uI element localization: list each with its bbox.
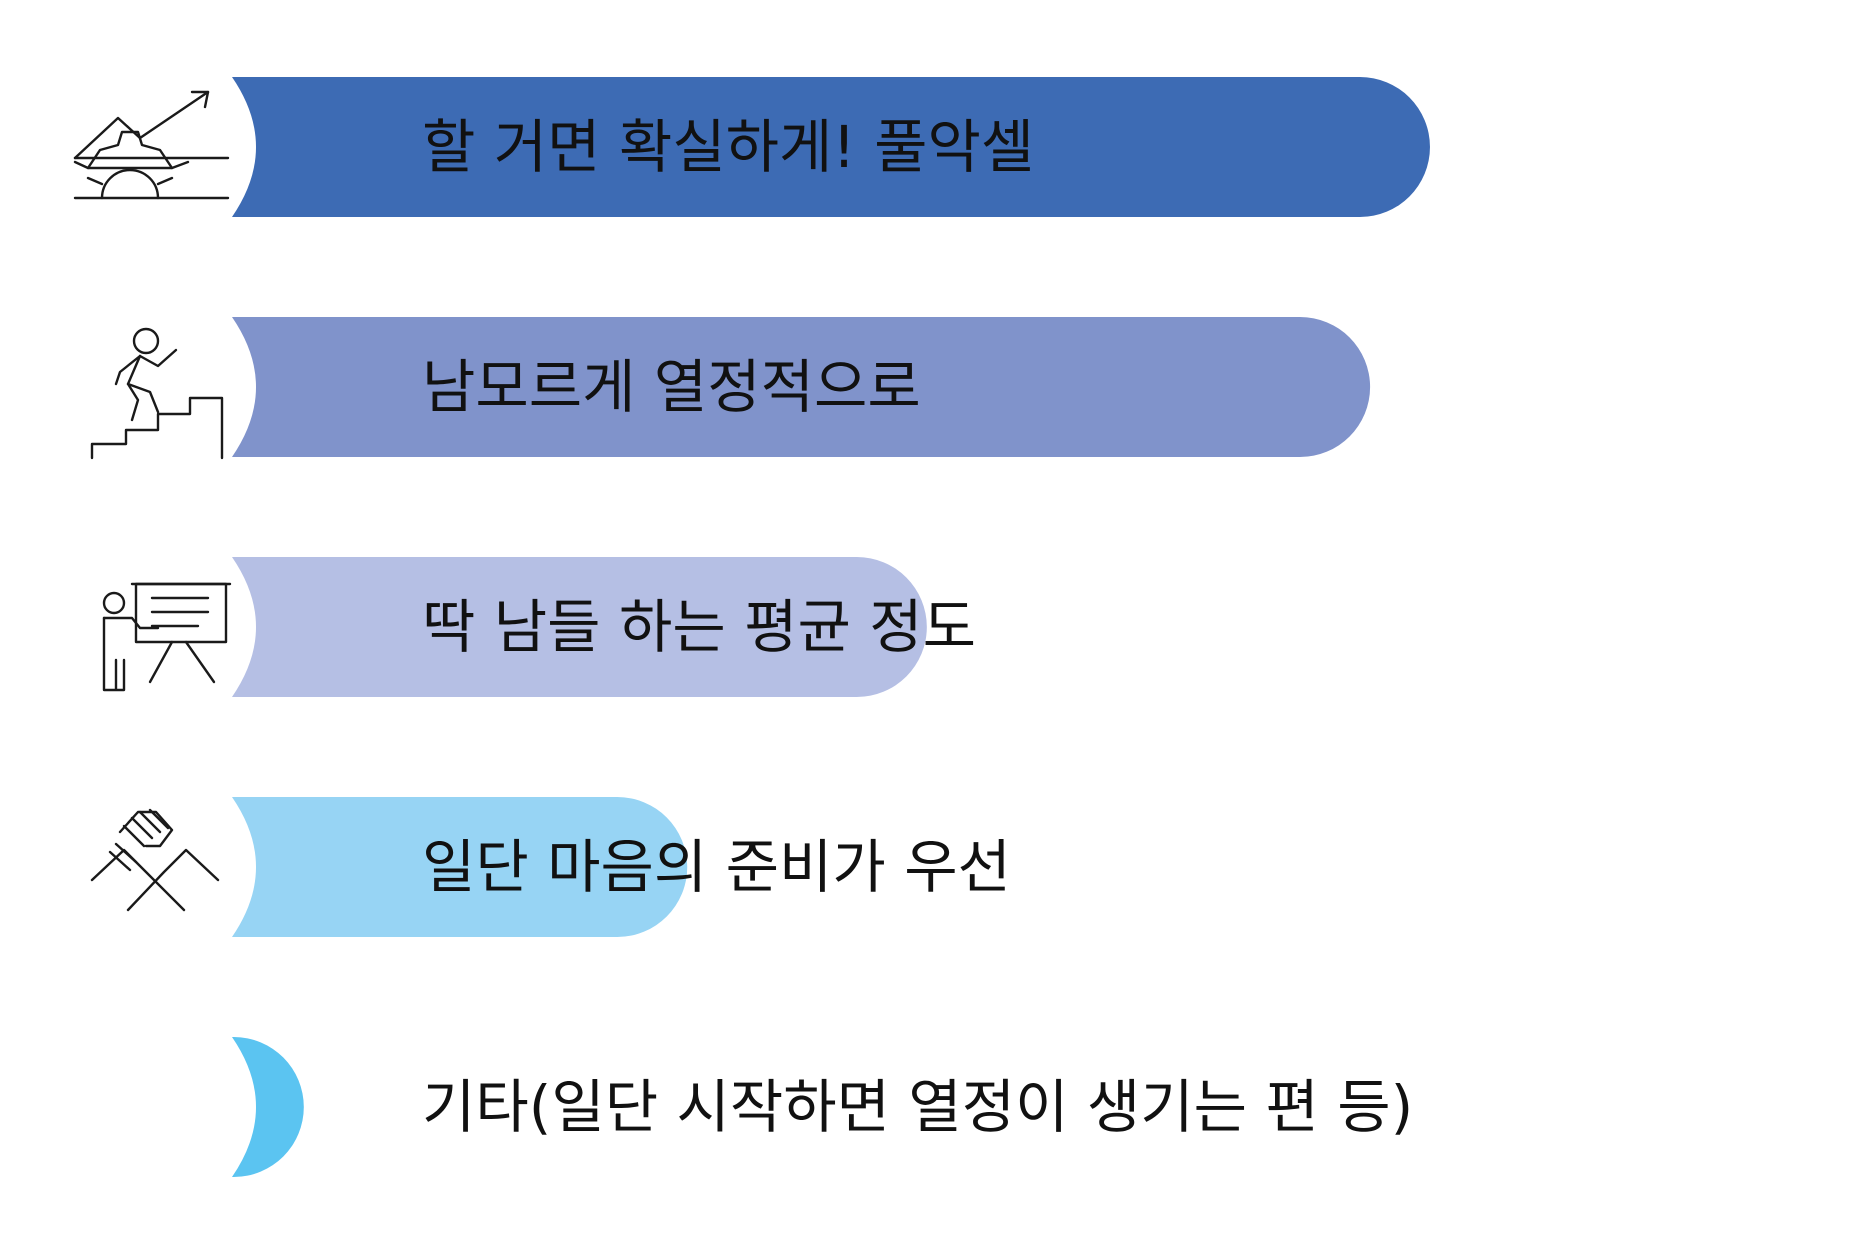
category-label-2: 남모르게 열정적으로	[422, 353, 921, 421]
category-label-4: 일단 마음의 준비가 우선	[422, 833, 1011, 901]
bar-1	[232, 77, 1430, 217]
handshake-icon	[90, 808, 220, 912]
growth-gear-icon	[73, 90, 230, 200]
category-label-5: 기타(일단 시작하면 열정이 생기는 편 등)	[422, 1073, 1413, 1141]
category-label-3: 딱 남들 하는 평균 정도	[422, 593, 976, 661]
bar-5	[232, 1037, 304, 1177]
bar-4	[232, 797, 688, 937]
presenter-board-icon	[102, 582, 232, 692]
category-label-1: 할 거면 확실하게! 풀악셀	[422, 113, 1034, 181]
stair-climber-icon	[90, 327, 224, 460]
bar-2	[232, 317, 1371, 457]
bar-3	[232, 557, 927, 697]
